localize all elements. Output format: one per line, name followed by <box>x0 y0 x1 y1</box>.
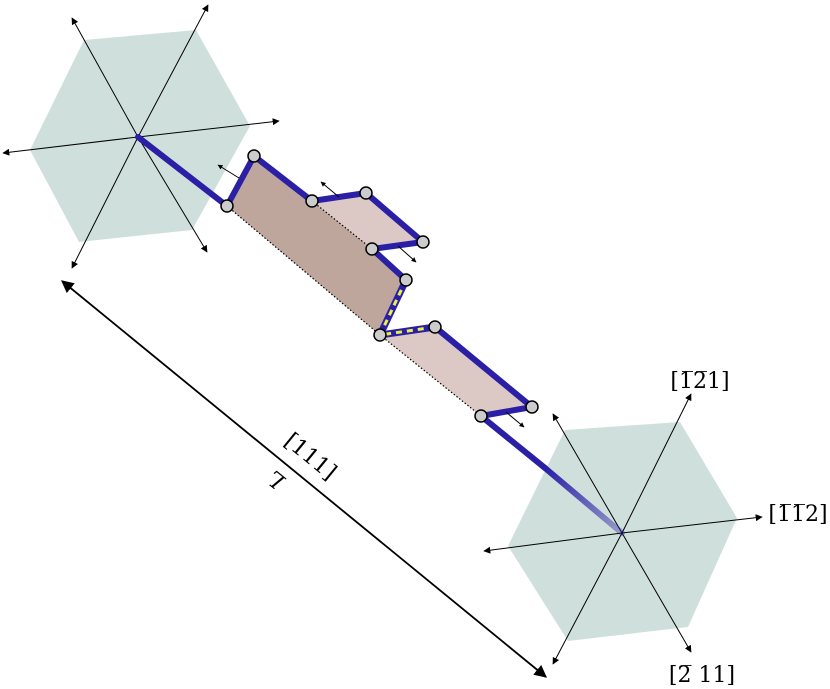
length-arrow <box>61 280 547 678</box>
node-8 <box>373 328 387 342</box>
axis-tl-d <box>71 136 139 269</box>
label-length: L <box>263 465 291 494</box>
node-10 <box>525 400 539 414</box>
faulted-region-lower <box>380 327 532 416</box>
label-direction-1m21: [1̅2̅1] <box>670 369 729 394</box>
axis-tl-b <box>137 136 208 253</box>
node-7 <box>399 273 413 287</box>
node-2 <box>247 149 261 163</box>
node-9 <box>428 320 442 334</box>
faulted-region-upper <box>312 193 423 249</box>
node-4 <box>359 186 373 200</box>
axis-tl-e <box>137 118 280 138</box>
label-direction-m1m12: [1̅1̅2] <box>768 502 827 527</box>
axis-br-1m21 <box>621 393 692 534</box>
label-direction-m211: [2̅ 11] <box>669 663 735 688</box>
hexagon-bottom-right <box>483 393 763 665</box>
axis-br-m211 <box>621 532 692 653</box>
axis-br-m1m12 <box>621 514 763 534</box>
axis-tl-c <box>137 4 209 138</box>
dislocation-line-fade <box>542 465 625 536</box>
node-6 <box>365 242 379 256</box>
node-1 <box>220 199 234 213</box>
axis-br-opp3 <box>552 413 623 534</box>
axis-br-opp1 <box>552 532 623 665</box>
node-11 <box>474 409 488 423</box>
faulted-regions <box>227 156 532 416</box>
node-3 <box>305 194 319 208</box>
axis-tl-f <box>2 136 139 156</box>
axis-tl-a <box>71 17 139 138</box>
node-5 <box>416 235 430 249</box>
